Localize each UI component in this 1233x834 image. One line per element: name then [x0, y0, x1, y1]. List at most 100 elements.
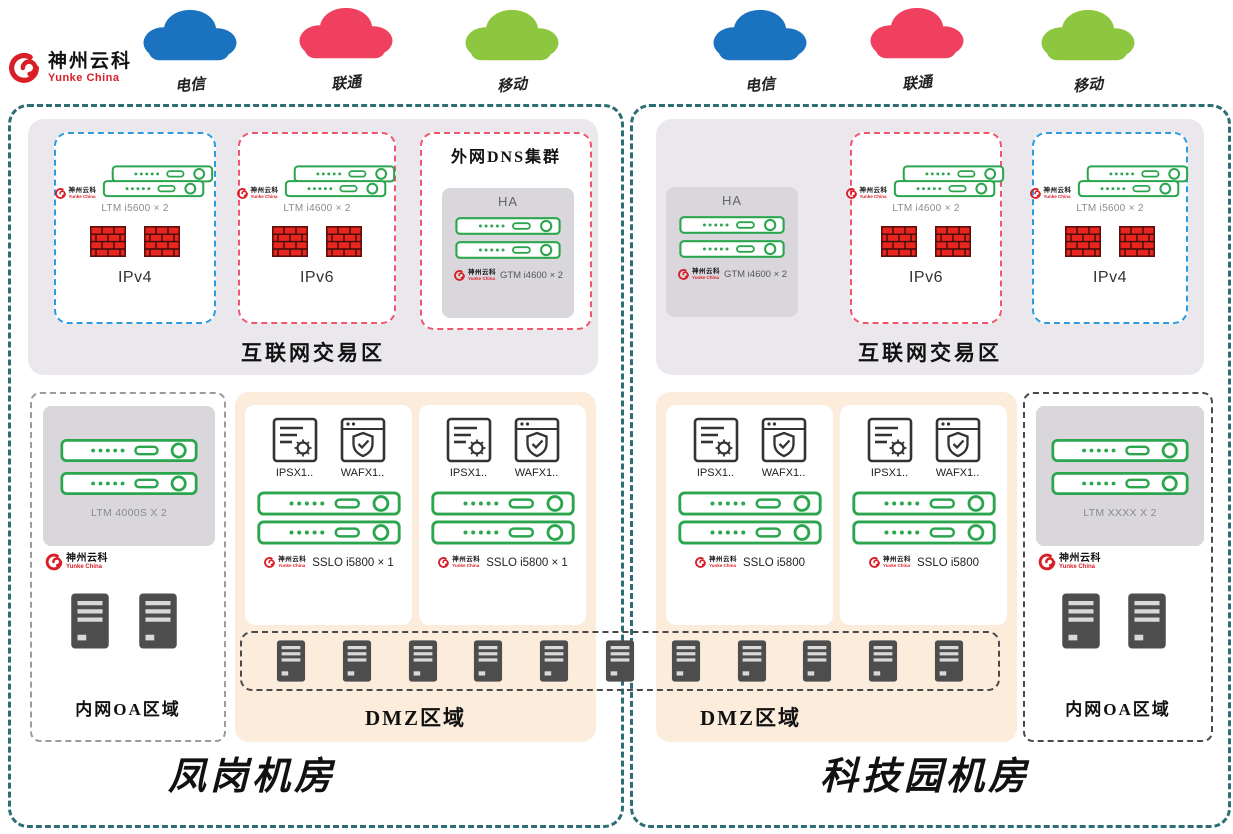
device-model-label: SSLO i5800 × 1 [486, 556, 568, 569]
device-model-label: SSLO i5800 × 1 [312, 556, 394, 569]
firewall-icon [90, 226, 126, 257]
brand-text: 神州云科 Yunke China [48, 52, 132, 84]
device-model-label: LTM XXXX X 2 [1083, 506, 1157, 519]
waf-group: WAFX1.. [761, 417, 807, 479]
isp-label: 电信 [744, 76, 776, 96]
dmz-zone-title: DMZ区域 [700, 706, 801, 730]
isp-label: 移动 [1072, 76, 1104, 96]
cloud-icon [862, 2, 972, 64]
ha-label: HA [497, 194, 519, 209]
sslo-appliance-icon [254, 520, 404, 545]
device-model-label: LTM i4600 × 2 [283, 203, 351, 214]
ltm-appliance-icon [60, 471, 198, 496]
server-icon [737, 639, 767, 683]
ips-label: IPSX1.. [696, 467, 735, 479]
ltm-panel: LTM XXXX X 2 [1036, 406, 1204, 546]
brand-subtitle: Yunke China [48, 71, 120, 84]
ltm-appliance-icon [60, 438, 198, 463]
waf-icon [340, 417, 386, 463]
datacenter-name-right: 科技园机房 [819, 756, 1030, 798]
firewall-icon [1119, 226, 1155, 257]
ltm-appliance-stack-icon [890, 164, 1008, 200]
yunke-logo: 神州云科 Yunke China [6, 50, 132, 86]
security-icons: IPSX1.. WAFX1.. [272, 417, 386, 479]
isp-label: 联通 [901, 74, 933, 94]
ips-group: IPSX1.. [272, 417, 318, 479]
yunke-swirl-icon [437, 556, 450, 569]
waf-label: WAFX1.. [761, 467, 806, 479]
gtm-appliance-icon [455, 216, 561, 236]
device-model-label: GTM i4600 × 2 [723, 269, 788, 280]
server-icon [802, 639, 832, 683]
firewall-icon [272, 226, 308, 257]
yunke-swirl-icon [677, 268, 690, 281]
ips-group: IPSX1.. [693, 417, 739, 479]
device-model-label: LTM i4600 × 2 [892, 203, 960, 214]
isp-label: 移动 [496, 76, 528, 96]
yunke-swirl-icon [236, 187, 249, 200]
protocol-label: IPv6 [299, 269, 334, 286]
cloud-icon [457, 4, 567, 66]
dns-cluster-title: 外网DNS集群 [450, 149, 561, 166]
ha-label: HA [721, 193, 743, 208]
firewall-pair [1065, 226, 1155, 257]
firewall-icon [326, 226, 362, 257]
device-model-label: LTM 4000S X 2 [90, 506, 168, 519]
device-model-label: LTM i5600 × 2 [1076, 203, 1144, 214]
waf-icon [935, 417, 981, 463]
isp-cloud-telecom-left: 电信 [130, 4, 250, 96]
ips-group: IPSX1.. [446, 417, 492, 479]
ips-label: IPSX1.. [870, 467, 909, 479]
server-icon [1127, 592, 1167, 650]
waf-group: WAFX1.. [514, 417, 560, 479]
dmz-server-farm [240, 631, 1000, 691]
sslo-appliance-icon [428, 491, 578, 516]
ips-icon [446, 417, 492, 463]
sslo-appliance-icon [675, 491, 825, 516]
server-icon [276, 639, 306, 683]
gtm-appliance-icon [455, 240, 561, 260]
server-icon [539, 639, 569, 683]
device-model-label: LTM i5600 × 2 [101, 203, 169, 214]
device-model-label: SSLO i5800 [742, 556, 805, 569]
waf-label: WAFX1.. [514, 467, 559, 479]
waf-label: WAFX1.. [935, 467, 980, 479]
cloud-icon [1033, 4, 1143, 66]
internet-zone-title: 互联网交易区 [858, 341, 1002, 365]
yunke-swirl-icon [868, 556, 881, 569]
yunke-swirl-icon [263, 556, 276, 569]
ltm-appliance-stack-icon [281, 164, 399, 200]
server-icon [473, 639, 503, 683]
brand-name: 神州云科 [48, 51, 133, 73]
isp-label: 电信 [174, 76, 206, 96]
gtm-appliance-icon [679, 215, 785, 235]
security-icons: IPSX1.. WAFX1.. [446, 417, 560, 479]
firewall-pair [881, 226, 971, 257]
server-icon [868, 639, 898, 683]
